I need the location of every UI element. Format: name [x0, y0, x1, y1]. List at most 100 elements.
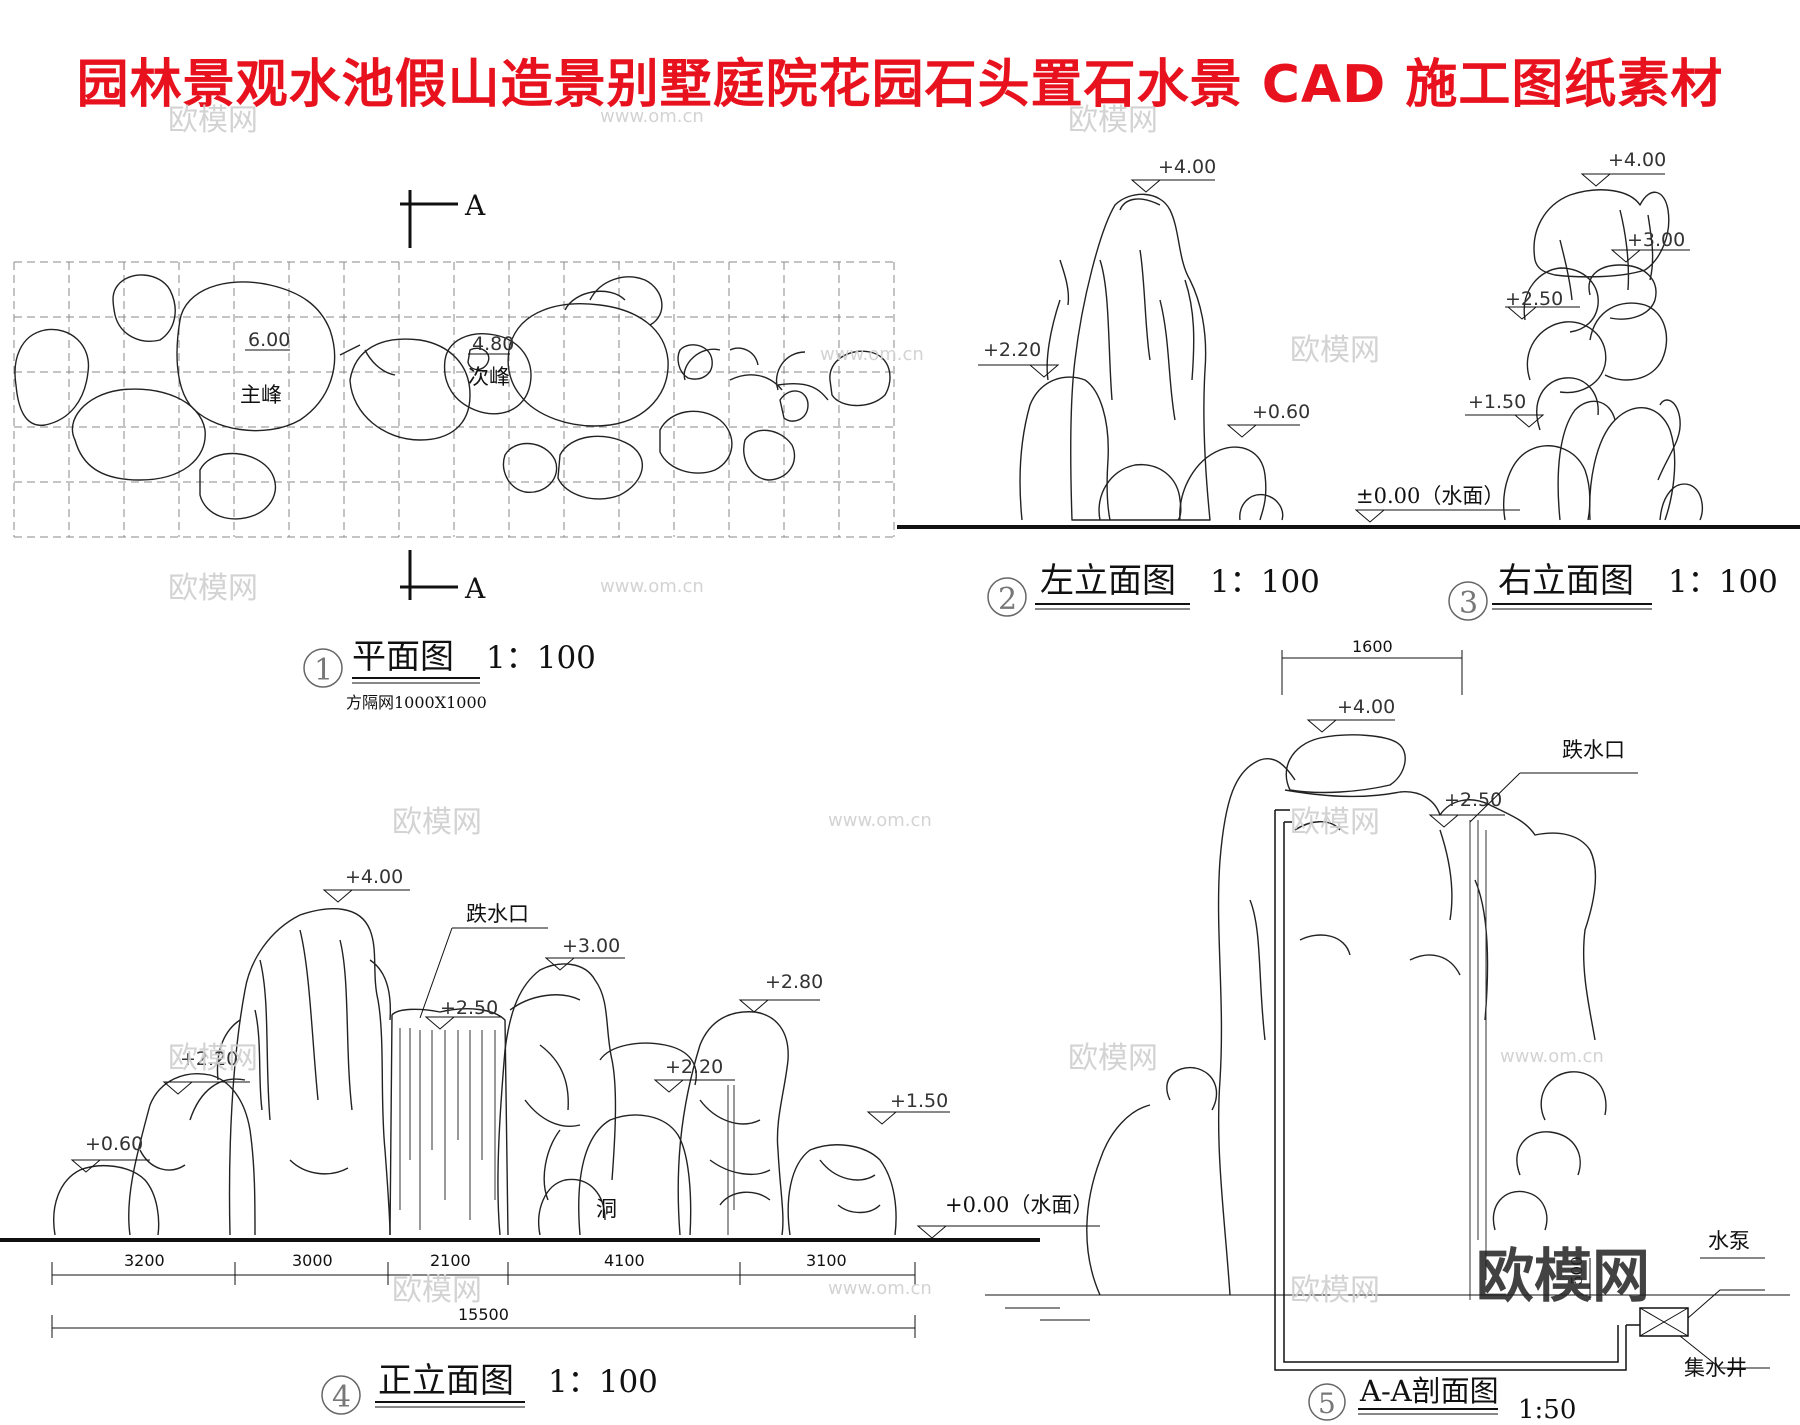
right-caption-scale: 1：100: [1668, 564, 1778, 600]
front-level-250: +2.50: [424, 997, 502, 1030]
svg-text:1: 1: [314, 653, 333, 688]
section-caption-scale: 1:50: [1518, 1395, 1576, 1425]
right-level-250: +2.50: [1505, 288, 1580, 320]
page-title: 园林景观水池假山造景别墅庭院花园石头置石水景 CAD 施工图纸素材: [76, 55, 1724, 115]
svg-text:+4.00: +4.00: [1158, 156, 1216, 178]
plan-caption-name: 平面图: [352, 637, 454, 677]
svg-text:www.om.cn: www.om.cn: [600, 576, 704, 597]
front-level-220-left: +2.20: [162, 1048, 250, 1095]
svg-text:+4.00: +4.00: [1608, 149, 1666, 171]
left-elevation: +4.00 +2.20 +0.60 ±0.00（水面） 2 左立面图 1：100: [897, 156, 1800, 617]
svg-text:3: 3: [1459, 586, 1478, 621]
left-level-400: +4.00: [1130, 156, 1216, 193]
left-level-060: +0.60: [1226, 401, 1310, 438]
svg-text:+2.20: +2.20: [180, 1048, 238, 1070]
right-level-150: +1.50: [1465, 391, 1545, 428]
section-water-surface: [985, 1294, 1790, 1321]
dim-3200: 3200: [124, 1251, 165, 1270]
svg-text:+2.80: +2.80: [765, 971, 823, 993]
left-level-220: +2.20: [978, 339, 1060, 378]
section-level-400: +4.00: [1306, 696, 1395, 733]
svg-text:±0.00（水面）: ±0.00（水面）: [1356, 484, 1504, 508]
section-label-sump: 集水井: [1684, 1356, 1747, 1380]
svg-text:+2.50: +2.50: [440, 997, 498, 1019]
front-label-cave: 洞: [596, 1197, 617, 1221]
svg-text:+2.20: +2.20: [665, 1056, 723, 1078]
right-caption: 3 右立面图 1：100: [1448, 561, 1778, 621]
svg-text:欧模网: 欧模网: [168, 571, 258, 606]
front-dimensions: 3200 3000 2100 4100 3100 15500: [51, 1251, 916, 1338]
front-level-400: +4.00: [322, 866, 410, 903]
watermark-layer: 欧模网 www.om.cn 欧模网 欧模网 www.om.cn 欧模网 www.…: [168, 103, 1604, 1308]
front-level-150: +1.50: [866, 1090, 950, 1125]
front-label-spill: 跌水口: [466, 902, 529, 926]
svg-text:欧模网: 欧模网: [1290, 1273, 1380, 1308]
water-level-marker-upper: ±0.00（水面）: [1354, 484, 1520, 523]
right-caption-name: 右立面图: [1498, 561, 1634, 601]
section-marker-top: A: [400, 189, 486, 248]
svg-text:+3.00: +3.00: [1627, 229, 1685, 251]
svg-text:+2.50: +2.50: [1444, 789, 1502, 811]
section-caption-name: A-A剖面图: [1359, 1374, 1499, 1408]
left-caption-scale: 1：100: [1210, 564, 1320, 600]
plan-caption: 1 平面图 1：100 方隔网1000X1000: [303, 637, 596, 712]
front-caption-scale: 1：100: [548, 1364, 658, 1400]
right-level-400: +4.00: [1580, 149, 1666, 187]
section-waterfall: [1469, 820, 1487, 1300]
svg-text:www.om.cn: www.om.cn: [820, 344, 924, 365]
section-letter-bottom: A: [464, 572, 486, 605]
svg-text:4: 4: [332, 1380, 351, 1415]
svg-text:欧模网: 欧模网: [1068, 103, 1158, 138]
section-pipe: [1274, 809, 1627, 1371]
front-level-220-right: +2.20: [653, 1056, 735, 1093]
dim-3000: 3000: [292, 1251, 333, 1270]
front-level-060: +0.60: [70, 1133, 150, 1173]
front-rocks: [53, 908, 897, 1236]
dim-3100: 3100: [806, 1251, 847, 1270]
svg-text:+4.00: +4.00: [345, 866, 403, 888]
left-caption-name: 左立面图: [1040, 561, 1176, 601]
svg-text:+0.00（水面）: +0.00（水面）: [945, 1193, 1093, 1217]
svg-text:+4.00: +4.00: [1337, 696, 1395, 718]
section-label-spill: 跌水口: [1562, 738, 1625, 762]
section-level-250: +2.50: [1428, 789, 1505, 828]
svg-text:欧模网: 欧模网: [168, 103, 258, 138]
svg-text:+0.60: +0.60: [85, 1133, 143, 1155]
front-elevation: +4.00 +3.00 +2.80 +2.50 +2.20 +2.20: [0, 866, 1100, 1415]
svg-text:欧模网: 欧模网: [1290, 333, 1380, 368]
section-depth-dim: 500: [1568, 1256, 1586, 1285]
section-view: 1600: [985, 637, 1790, 1425]
front-waterfall: [399, 1028, 735, 1235]
dim-total: 15500: [458, 1305, 509, 1324]
svg-text:欧模网: 欧模网: [392, 1273, 482, 1308]
section-pump: [1626, 1289, 1770, 1369]
svg-text:+1.50: +1.50: [1468, 391, 1526, 413]
svg-text:www.om.cn: www.om.cn: [828, 810, 932, 831]
section-caption: 5 A-A剖面图 1:50: [1308, 1374, 1576, 1425]
section-marker-bottom: A: [400, 550, 486, 605]
plan-grid-note: 方隔网1000X1000: [346, 693, 487, 712]
svg-text:+3.00: +3.00: [562, 935, 620, 957]
left-caption: 2 左立面图 1：100: [987, 561, 1320, 617]
svg-text:欧模网: 欧模网: [1290, 805, 1380, 840]
plan-rocks: [14, 274, 891, 520]
svg-text:www.om.cn: www.om.cn: [1500, 1046, 1604, 1067]
svg-text:www.om.cn: www.om.cn: [828, 1278, 932, 1299]
front-caption-name: 正立面图: [378, 1361, 514, 1401]
dim-2100: 2100: [430, 1251, 471, 1270]
svg-text:欧模网: 欧模网: [1068, 1041, 1158, 1076]
plan-caption-scale: 1：100: [486, 640, 596, 676]
watermark-logo: 欧模网: [1476, 1242, 1650, 1310]
svg-text:2: 2: [998, 582, 1017, 617]
right-elevation: +4.00 +3.00 +2.50 +1.50 3 右立面图 1：100: [1448, 149, 1778, 621]
plan-level-sub: 4.80: [472, 333, 514, 355]
plan-level-main: 6.00: [248, 329, 290, 351]
section-label-pump: 水泵: [1708, 1229, 1750, 1253]
front-level-300: +3.00: [544, 935, 625, 971]
section-letter-top: A: [464, 189, 486, 222]
dim-4100: 4100: [604, 1251, 645, 1270]
right-level-300: +3.00: [1610, 229, 1690, 263]
front-caption: 4 正立面图 1：100: [321, 1361, 658, 1415]
front-level-280: +2.80: [738, 971, 823, 1013]
